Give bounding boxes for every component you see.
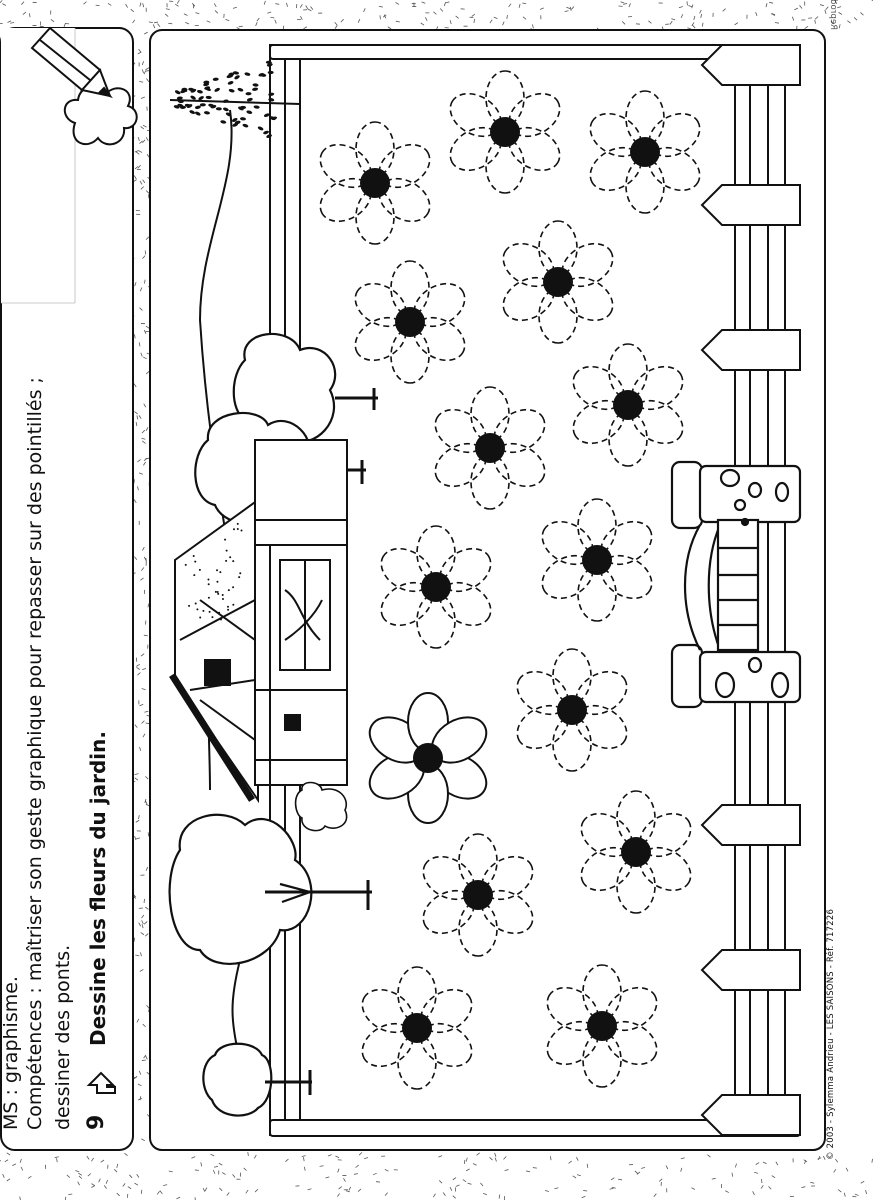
example-flower <box>368 692 488 824</box>
tree-4 <box>202 1042 312 1117</box>
dotted-flower <box>354 260 466 384</box>
dotted-flower <box>361 966 473 1090</box>
dotted-flower <box>589 90 701 214</box>
bush <box>294 781 348 832</box>
dotted-flower <box>502 220 614 344</box>
reproduction-note: Reproduction autorisée pour un usage per… <box>828 0 838 30</box>
dotted-flower <box>319 121 431 245</box>
cypress-tree <box>169 60 301 138</box>
dotted-flower <box>580 790 692 914</box>
dotted-flower <box>541 498 653 622</box>
dotted-flower <box>546 964 658 1088</box>
garden-gate <box>670 460 802 709</box>
copyright-text: © 2003 - Sylemma Andrieu - LES SAISONS -… <box>826 908 836 1160</box>
dotted-flower <box>422 833 534 957</box>
dotted-flower <box>380 525 492 649</box>
dotted-flower <box>516 648 628 772</box>
cloud-icon <box>63 85 138 146</box>
dotted-flower <box>572 343 684 467</box>
pencil-icon <box>30 26 138 146</box>
hand-arrow-icon <box>86 1071 116 1094</box>
house <box>169 439 348 804</box>
dotted-flower <box>434 386 546 510</box>
dotted-flower <box>449 70 561 194</box>
tree-3 <box>168 813 372 965</box>
